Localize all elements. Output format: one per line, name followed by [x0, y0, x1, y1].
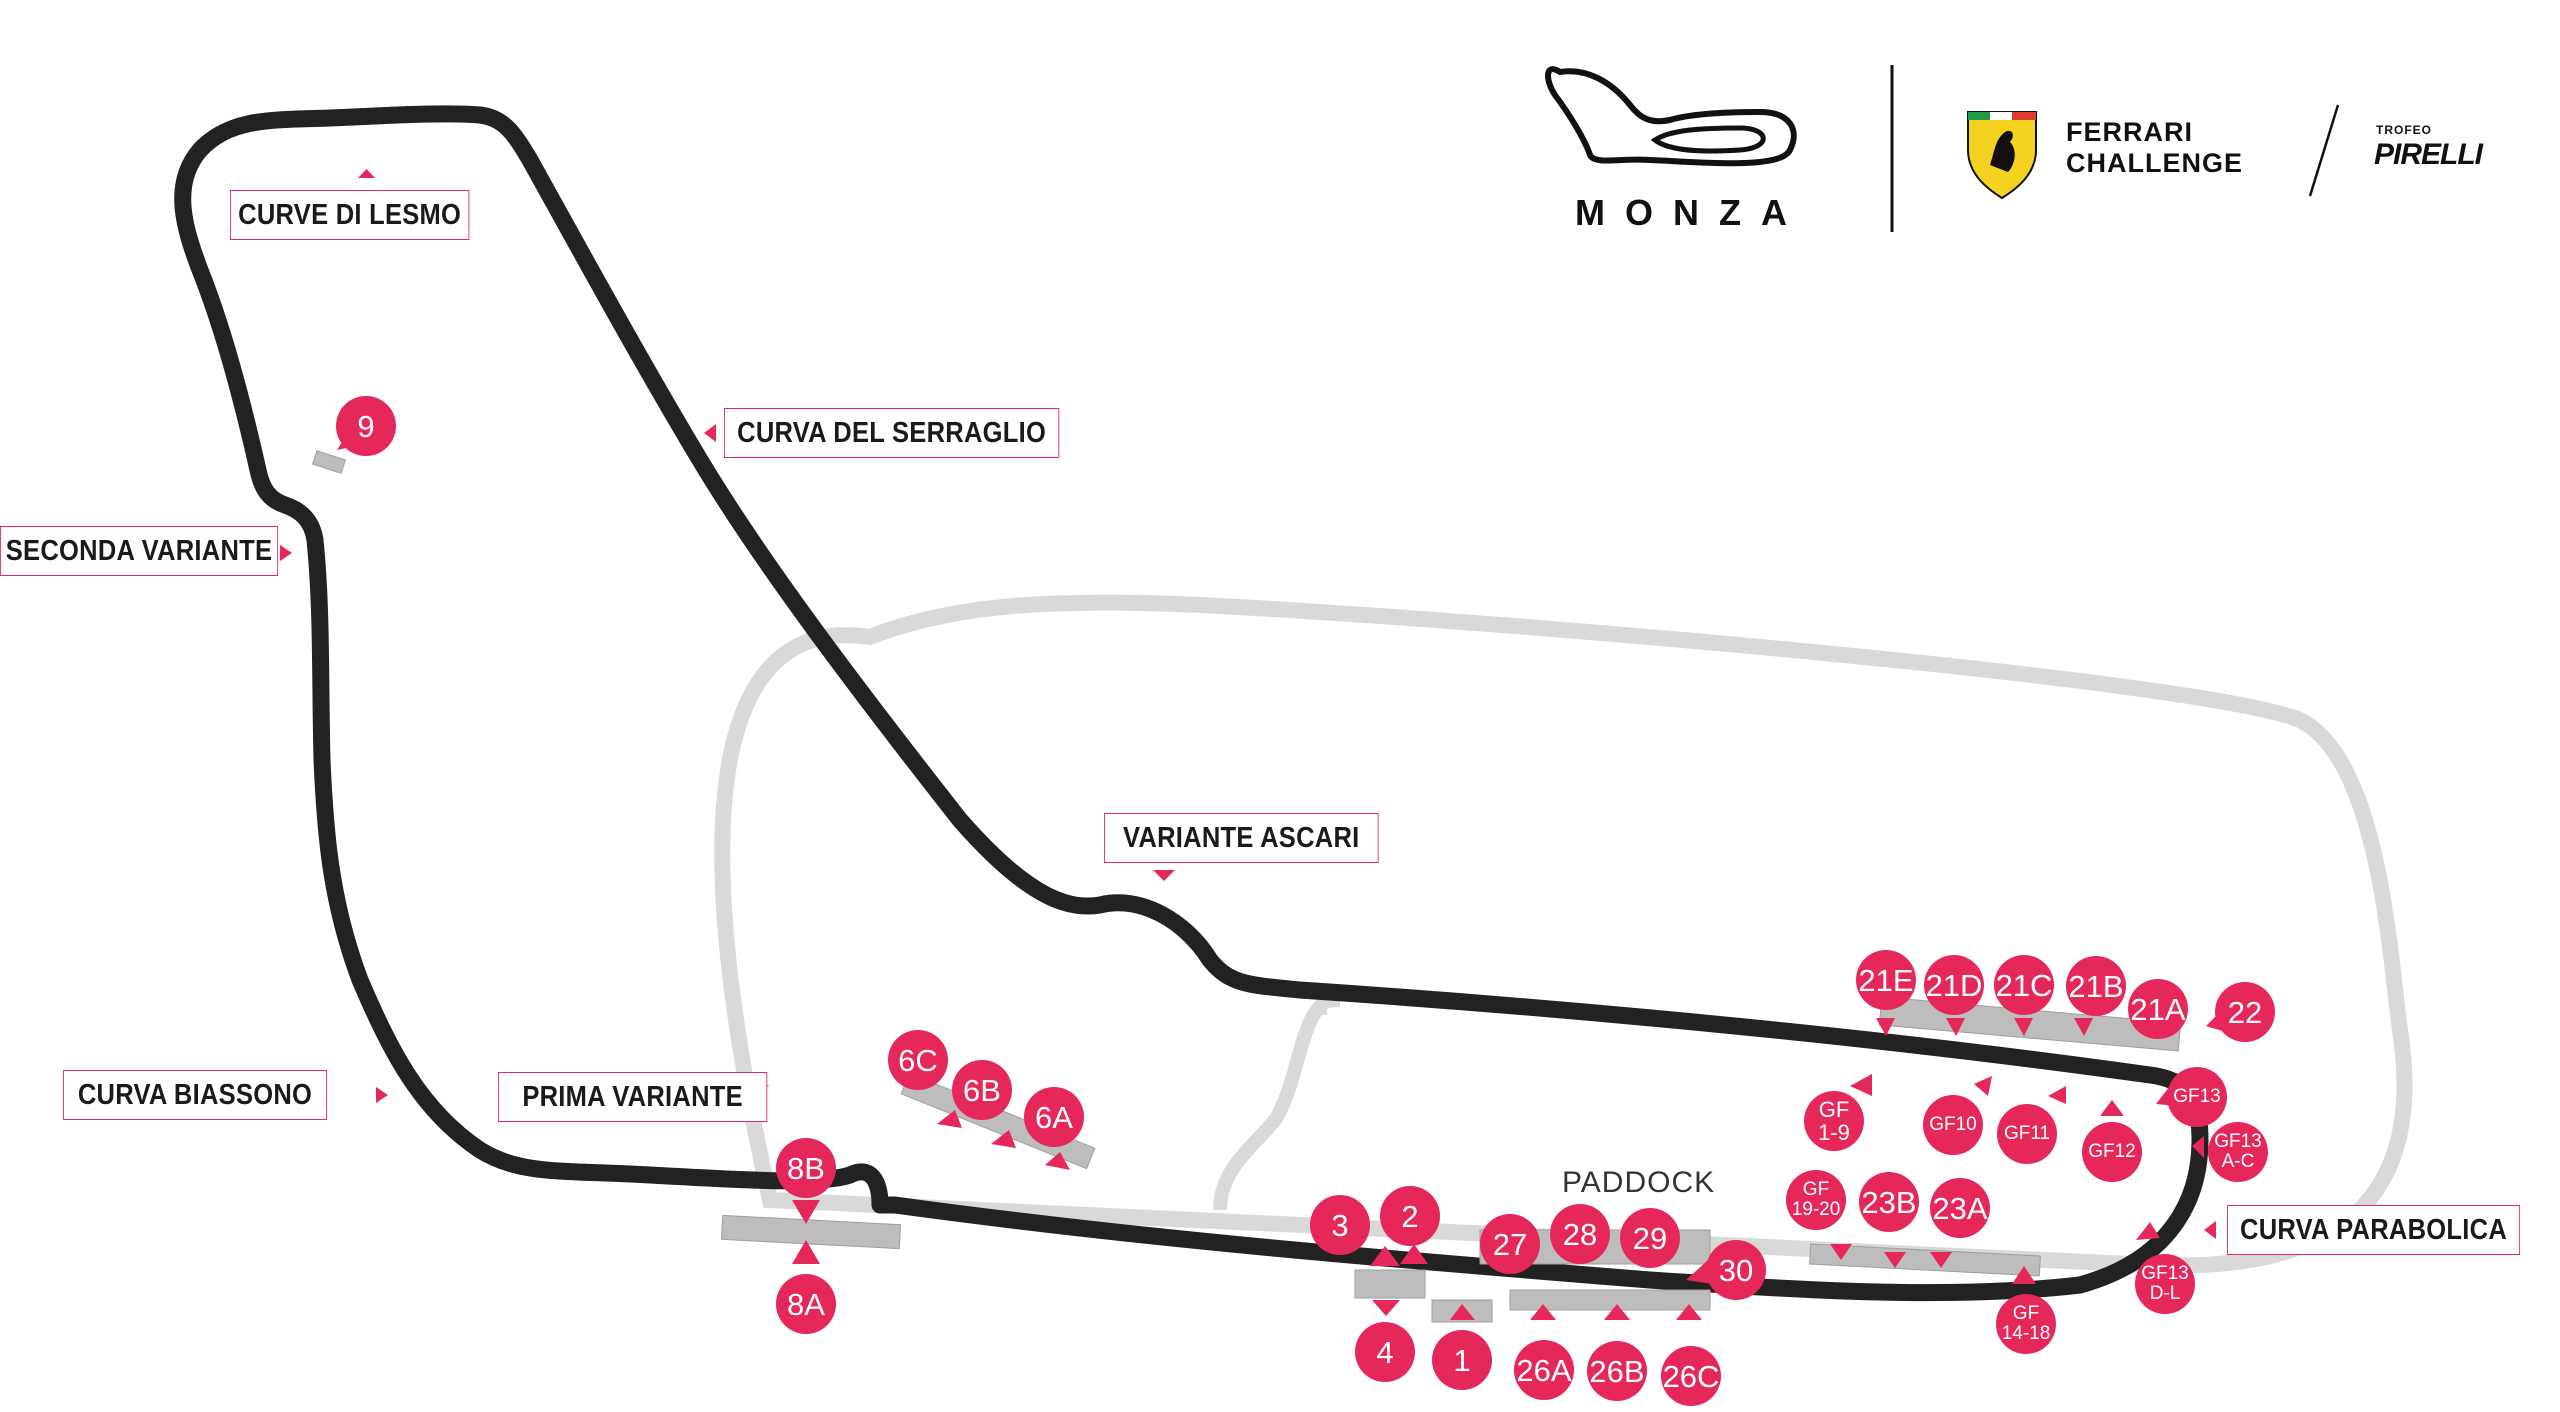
label-curva-biassono: CURVA BIASSONO [63, 1070, 327, 1120]
paddock-label: PADDOCK [1562, 1166, 1716, 1199]
grandstand-21C[interactable]: 21C [1994, 955, 2054, 1015]
ferrari-line2: CHALLENGE [2066, 148, 2243, 178]
grandstand-gf13[interactable]: GF13 [2167, 1067, 2227, 1127]
grandstand-21D[interactable]: 21D [1924, 955, 1984, 1015]
label-curva-del-serraglio: CURVA DEL SERRAGLIO [724, 408, 1060, 458]
label-curva-parabolica: CURVA PARABOLICA [2227, 1205, 2521, 1255]
grandstand-8B[interactable]: 8B [776, 1138, 836, 1198]
grandstand-30[interactable]: 30 [1706, 1240, 1766, 1300]
ferrari-line1: FERRARI [2066, 117, 2193, 147]
stand-23 [1809, 1243, 2041, 1277]
stand-8 [720, 1214, 902, 1250]
grandstand-6C[interactable]: 6C [888, 1030, 948, 1090]
grandstand-gf10[interactable]: GF10 [1923, 1095, 1983, 1155]
grandstand-29[interactable]: 29 [1620, 1208, 1680, 1268]
grandstand-26B[interactable]: 26B [1587, 1341, 1647, 1401]
grandstand-21E[interactable]: 21E [1856, 950, 1916, 1010]
grandstand-gf11[interactable]: GF11 [1997, 1104, 2057, 1164]
ferrari-challenge-logo: FERRARI CHALLENGE [2066, 117, 2243, 179]
grandstand-4[interactable]: 4 [1355, 1322, 1415, 1382]
stand-3-4 [1354, 1269, 1426, 1299]
grandstand-27[interactable]: 27 [1480, 1214, 1540, 1274]
grandstand-gf14-18[interactable]: GF 14-18 [1996, 1294, 2056, 1354]
grandstand-23A[interactable]: 23A [1930, 1178, 1990, 1238]
grandstand-9[interactable]: 9 [336, 396, 396, 456]
logo-slash [2308, 104, 2340, 197]
pirelli-logo: PIRELLI [2374, 138, 2483, 171]
ferrari-shield-icon [1967, 111, 2037, 200]
stand-26 [1509, 1289, 1711, 1311]
grandstand-21B[interactable]: 21B [2066, 956, 2126, 1016]
label-variante-ascari: VARIANTE ASCARI [1104, 813, 1379, 863]
grandstand-gf13-d-l[interactable]: GF13 D-L [2135, 1254, 2195, 1314]
grandstand-gf19-20[interactable]: GF 19-20 [1786, 1170, 1846, 1230]
grandstand-26C[interactable]: 26C [1661, 1346, 1721, 1406]
stand-9 [311, 450, 347, 474]
grandstand-23B[interactable]: 23B [1859, 1172, 1919, 1232]
grandstand-22[interactable]: 22 [2215, 982, 2275, 1042]
grandstand-2[interactable]: 2 [1380, 1186, 1440, 1246]
grandstand-3[interactable]: 3 [1310, 1195, 1370, 1255]
grandstand-1[interactable]: 1 [1432, 1330, 1492, 1390]
monza-logo-text: MONZA [1575, 192, 1807, 233]
grandstand-6B[interactable]: 6B [952, 1060, 1012, 1120]
inner-service-road [1213, 993, 1341, 1211]
trofeo-text: TROFEO [2376, 123, 2432, 137]
grandstand-gf12[interactable]: GF12 [2082, 1122, 2142, 1182]
label-prima-variante: PRIMA VARIANTE [498, 1072, 768, 1122]
monza-logo-inner-icon [1650, 125, 1766, 154]
label-curve-di-lesmo: CURVE DI LESMO [230, 190, 470, 240]
race-track [174, 105, 2209, 1302]
grandstand-21A[interactable]: 21A [2128, 979, 2188, 1039]
grandstand-26A[interactable]: 26A [1514, 1340, 1574, 1400]
label-arrows [280, 169, 2216, 1239]
monza-logo-icon [1545, 66, 1797, 167]
grandstand-8A[interactable]: 8A [776, 1274, 836, 1334]
grandstand-6A[interactable]: 6A [1024, 1087, 1084, 1147]
grandstand-gf13-a-c[interactable]: GF13 A-C [2208, 1122, 2268, 1182]
grandstand-gf1-9[interactable]: GF 1-9 [1804, 1091, 1864, 1151]
historic-oval [714, 594, 2413, 1274]
label-seconda-variante: SECONDA VARIANTE [0, 526, 279, 576]
grandstand-28[interactable]: 28 [1550, 1204, 1610, 1264]
